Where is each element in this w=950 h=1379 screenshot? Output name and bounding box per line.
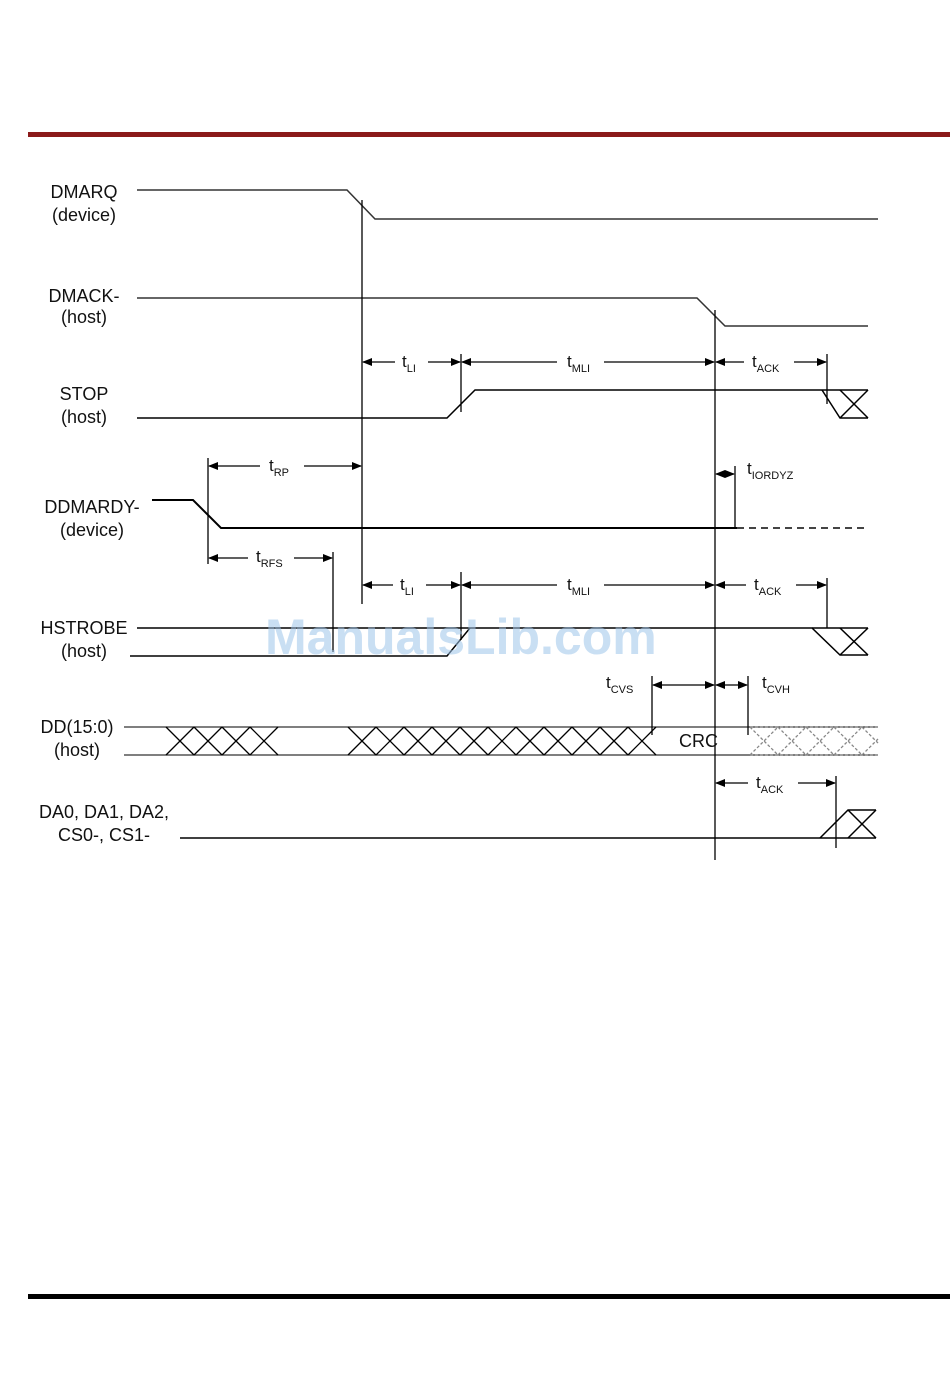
waveform-dmarq [137,190,878,219]
timing-label-tack-3: tACK [756,773,784,796]
waveform-dmack [137,298,868,326]
signal-name-hstrobe: HSTROBE [40,618,127,638]
timing-label-tack-2: tACK [754,575,782,598]
timing-label-trfs: tRFS [256,547,283,570]
signal-role-hstrobe: (host) [61,641,107,661]
timing-label-tack-1: tACK [752,352,780,375]
timing-label-tiordyz: tIORDYZ [747,459,794,482]
bus-crc-label: CRC [679,731,718,751]
bottom-rule [28,1294,950,1299]
signal-name-dd: DD(15:0) [40,717,113,737]
signal-name-ddmardy: DDMARDY- [44,497,139,517]
signal-name-dmack: DMACK- [49,286,120,306]
signal-role-da: CS0-, CS1- [58,825,150,845]
watermark: ManualsLib.com [265,609,657,665]
waveform-dd [124,727,878,755]
reference-lines [208,200,836,860]
timing-label-tcvs: tCVS [606,673,633,696]
waveform-da [180,810,876,838]
signal-role-dmack: (host) [61,307,107,327]
timing-label-tmli-2: tMLI [567,575,590,598]
signal-role-dd: (host) [54,740,100,760]
timing-label-tli-2: tLI [400,575,414,598]
timing-arrows [209,362,835,783]
waveforms [124,190,878,838]
signal-role-stop: (host) [61,407,107,427]
signal-name-da: DA0, DA1, DA2, [39,802,169,822]
waveform-stop [137,390,868,418]
waveform-ddmardy [152,500,865,528]
timing-label-trp: tRP [269,456,289,479]
signal-labels: DMARQ (device) DMACK- (host) STOP (host)… [39,182,169,845]
timing-label-tcvh: tCVH [762,673,790,696]
signal-name-stop: STOP [60,384,109,404]
signal-role-dmarq: (device) [52,205,116,225]
signal-name-dmarq: DMARQ [51,182,118,202]
timing-label-tli-1: tLI [402,352,416,375]
timing-label-tmli-1: tMLI [567,352,590,375]
signal-role-ddmardy: (device) [60,520,124,540]
